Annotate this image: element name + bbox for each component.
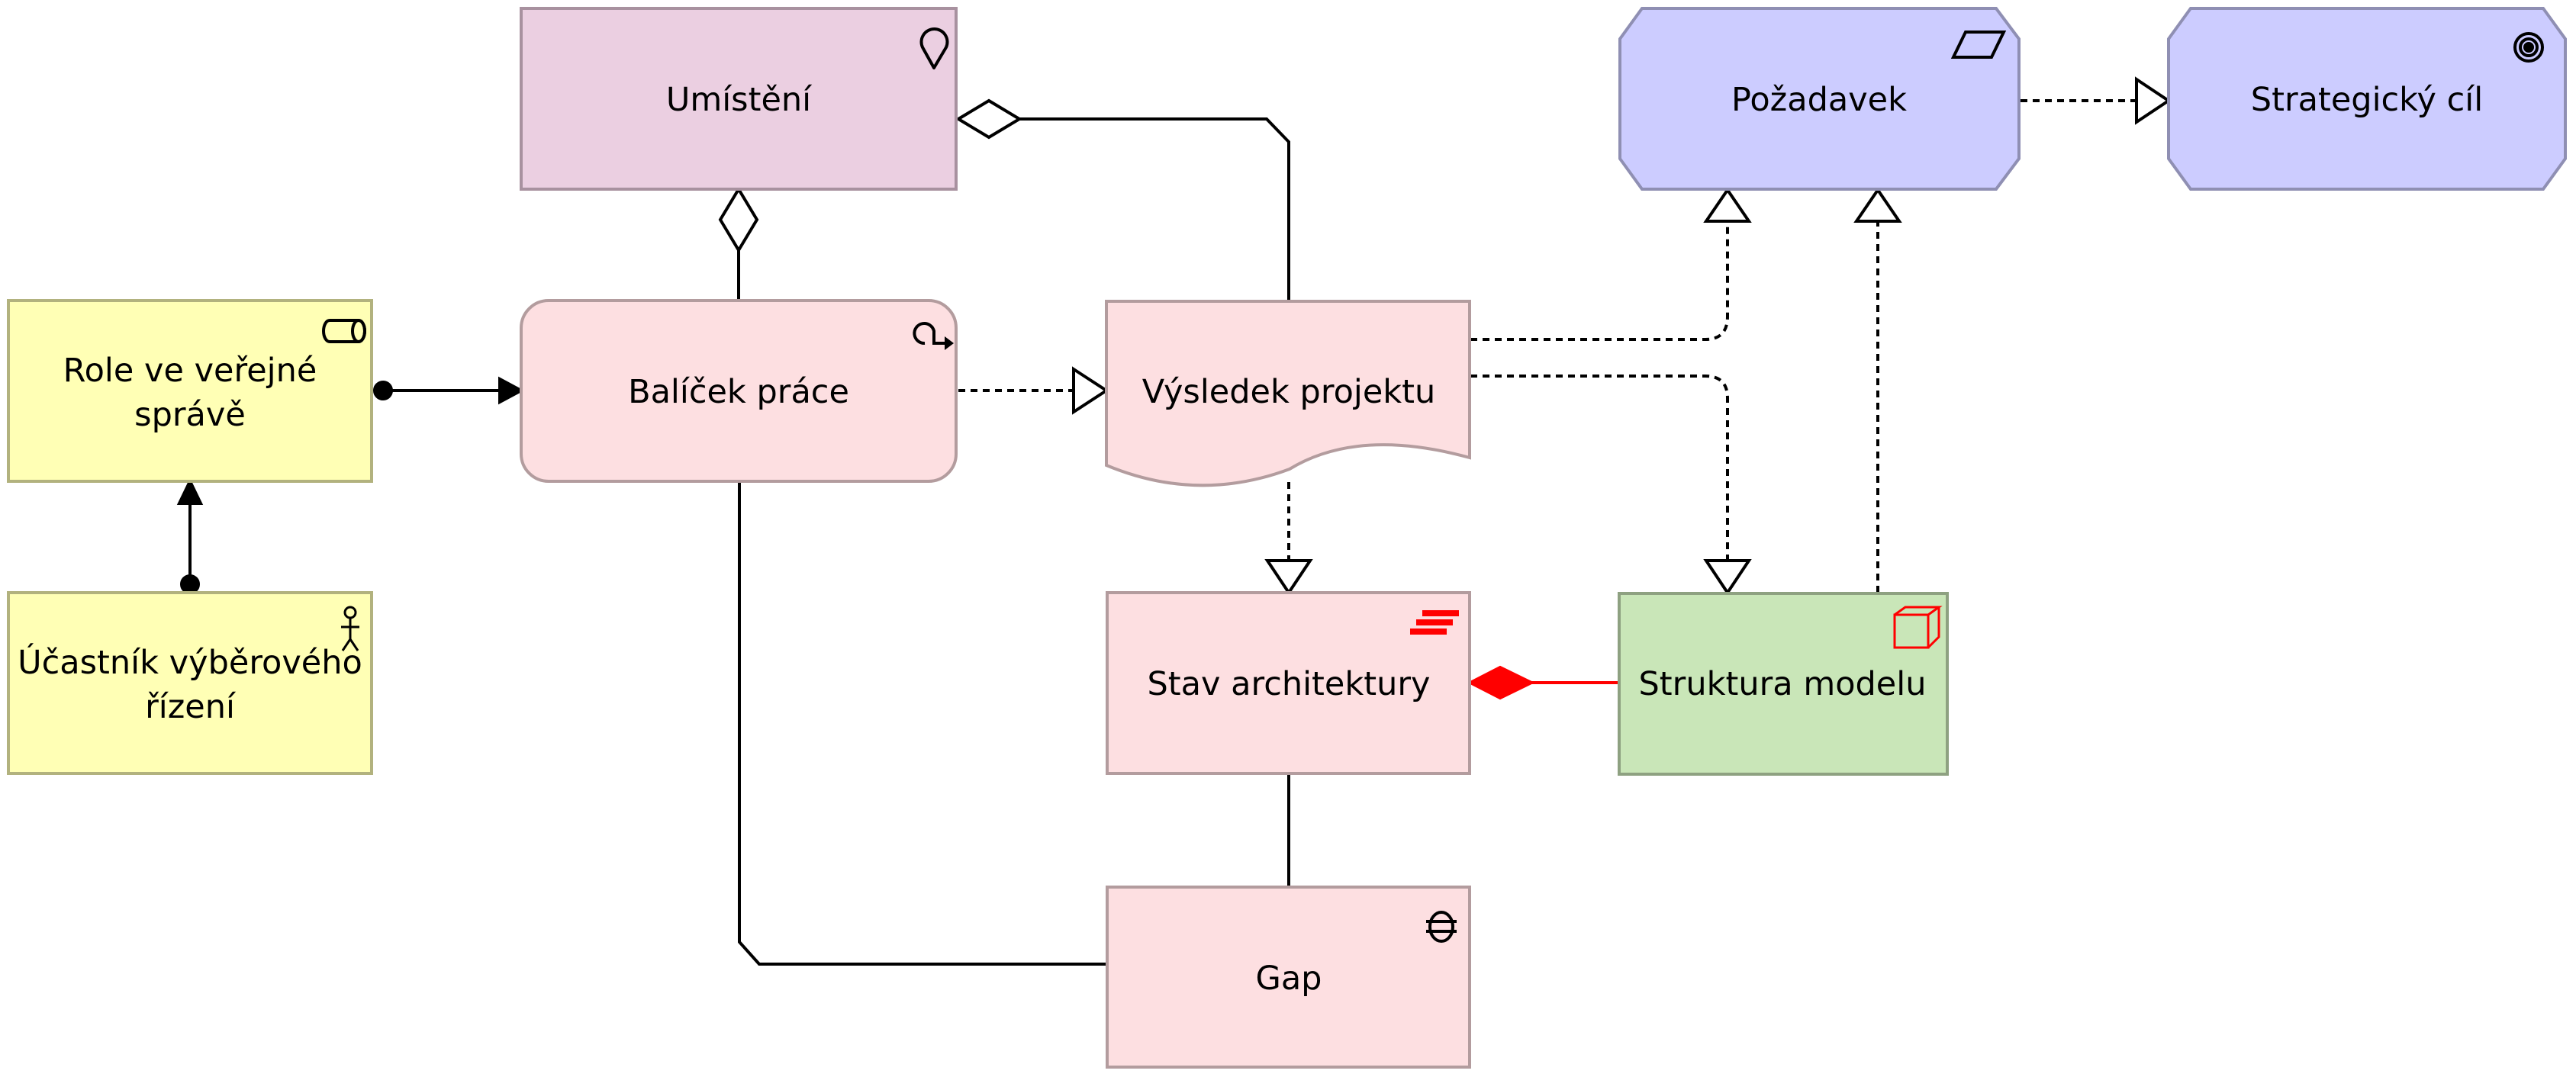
- assignment-arrowhead: [176, 477, 204, 505]
- assignment-arrowhead: [498, 376, 525, 405]
- node-label: Balíček práce: [628, 373, 849, 411]
- assignment-dot: [373, 381, 393, 400]
- assignment-dot: [180, 574, 200, 594]
- goal-target-icon: [2513, 32, 2544, 63]
- node-vysledek[interactable]: Výsledek projektu: [1105, 300, 1471, 487]
- relationship-vysledek-pozadavek-realization[interactable]: [1470, 187, 1752, 341]
- composition-diamond: [1467, 665, 1535, 700]
- node-cube-icon: [1893, 606, 1943, 649]
- node-shape: [520, 299, 958, 483]
- relationship-ucastnik-role-assignment[interactable]: [176, 477, 204, 594]
- gap-icon: [1426, 911, 1457, 943]
- connectors: [176, 76, 2172, 966]
- location-pin-icon: [919, 27, 949, 69]
- relationship-struktura-pozadavek-realization[interactable]: [1853, 187, 1902, 593]
- realization-arrowhead: [1703, 559, 1752, 596]
- role-cylinder-icon: [322, 319, 366, 343]
- realization-arrowhead: [1264, 559, 1313, 596]
- connector-line[interactable]: [738, 481, 1106, 966]
- aggregation-diamond: [718, 186, 759, 253]
- node-umisteni[interactable]: Umístění: [520, 7, 958, 191]
- relationship-balicek-gap-association[interactable]: [738, 481, 1106, 966]
- node-label: Strategický cíl: [2251, 81, 2483, 119]
- node-shape: [7, 591, 373, 775]
- node-shape: [520, 7, 958, 191]
- realization-arrowhead: [1853, 187, 1902, 223]
- actor-stick-figure-icon: [341, 606, 359, 651]
- plateau-bars-icon: [1410, 610, 1459, 635]
- node-label: Výsledek projektu: [1142, 373, 1436, 411]
- node-label: Stav architektury: [1147, 665, 1430, 703]
- realization-arrowhead: [1072, 366, 1109, 415]
- relationship-vysledek-struktura-realization[interactable]: [1470, 375, 1752, 596]
- work-package-loop-icon: [913, 322, 954, 350]
- relationship-role-balicek-assignment[interactable]: [373, 376, 525, 405]
- node-struktura[interactable]: Struktura modelu: [1618, 592, 1949, 776]
- node-shape: [1106, 591, 1471, 775]
- relationship-pozadavek-cil-realization[interactable]: [2021, 76, 2172, 125]
- node-shape: [1106, 886, 1471, 1069]
- node-gap[interactable]: Gap: [1106, 886, 1471, 1069]
- node-label: Struktura modelu: [1639, 665, 1927, 703]
- realization-arrowhead: [1703, 187, 1752, 223]
- node-label-line-2: řízení: [145, 688, 237, 726]
- node-pozadavek[interactable]: Požadavek: [1618, 7, 2021, 191]
- relationship-balicek-vysledek-realization[interactable]: [958, 366, 1109, 415]
- node-label-line-1: Role ve veřejné: [63, 352, 317, 390]
- node-shape: [1105, 300, 1471, 487]
- node-stav[interactable]: Stav architektury: [1106, 591, 1471, 775]
- node-label: Gap: [1256, 960, 1322, 998]
- node-balicek[interactable]: Balíček práce: [520, 299, 958, 483]
- node-label-line-2: správě: [134, 396, 246, 434]
- relationship-vysledek-stav-realization[interactable]: [1264, 482, 1313, 596]
- connector-line[interactable]: [1470, 375, 1729, 561]
- node-label-line-1: Účastník výběrového: [18, 643, 362, 682]
- relationship-umisteni-vysledek-aggregation[interactable]: [955, 98, 1290, 301]
- relationship-struktura-stav-composition[interactable]: [1467, 665, 1618, 700]
- node-label: Požadavek: [1731, 81, 1907, 119]
- node-ucastnik[interactable]: Účastník výběrového řízení: [7, 591, 373, 775]
- requirement-parallelogram-icon: [1950, 31, 2007, 59]
- node-shape: [7, 299, 373, 483]
- connector-line[interactable]: [1470, 223, 1729, 341]
- realization-arrowhead: [2135, 76, 2172, 125]
- relationship-umisteni-balicek-aggregation[interactable]: [718, 186, 759, 301]
- node-role[interactable]: Role ve veřejné správě: [7, 299, 373, 483]
- connector-line[interactable]: [1019, 117, 1290, 301]
- node-shape: [2167, 7, 2567, 191]
- node-shape: [1618, 7, 2021, 191]
- node-cil[interactable]: Strategický cíl: [2167, 7, 2567, 191]
- aggregation-diamond: [955, 98, 1022, 140]
- node-label: Umístění: [666, 81, 813, 119]
- node-shape: [1618, 592, 1949, 776]
